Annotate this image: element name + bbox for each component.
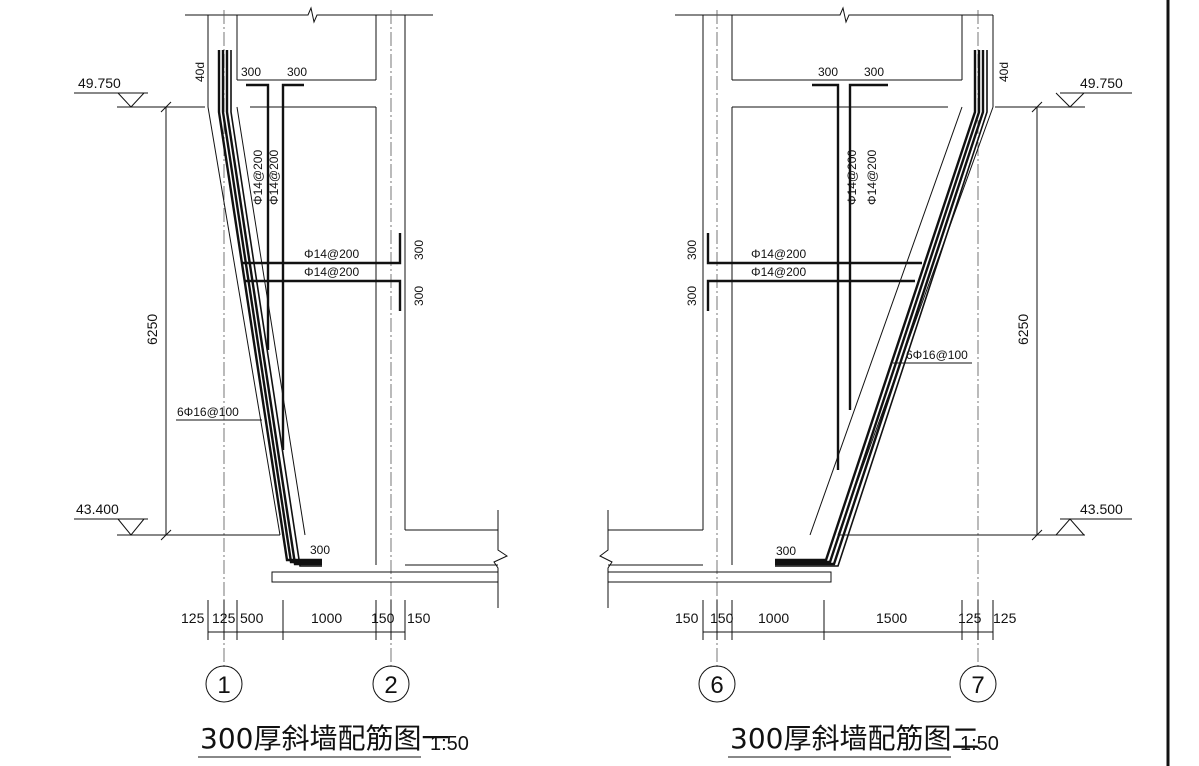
bottom-hook-label-2: 300: [776, 544, 796, 558]
bottom-hook-label-1: 300: [310, 543, 330, 557]
break-line-top-2: [675, 6, 993, 24]
elevation-bottom-1: 43.400: [76, 501, 119, 517]
height-dim-2: 6250: [1015, 314, 1031, 345]
elevation-top-2: 49.750: [1080, 75, 1123, 91]
right-hook-label-1b: 300: [412, 286, 426, 306]
height-dimension-2: 6250: [1015, 101, 1043, 541]
svg-text:2: 2: [384, 672, 397, 699]
drawing-1: 49.750 43.400 6250 40d 300 300 300 300 Φ…: [74, 6, 509, 758]
height-dim-1: 6250: [144, 314, 160, 345]
dim-2-5: 125: [958, 610, 982, 626]
horizontal-bar-label-1b: Φ14@200: [304, 265, 359, 279]
drawing-2: 49.750 43.500 6250 40d 300 300 300 300 Φ…: [599, 6, 1132, 758]
main-bars-2: [775, 50, 988, 567]
drawing-title-1: 300厚斜墙配筋图一: [200, 722, 449, 755]
vertical-bars-2: [812, 83, 888, 470]
drawing-scale-1: 1:50: [430, 733, 469, 755]
horizontal-bar-label-2a: Φ14@200: [751, 247, 806, 261]
vertical-bar-label-1a: Φ14@200: [251, 150, 265, 205]
vertical-bar-label-2b: Φ14@200: [865, 150, 879, 205]
svg-text:7: 7: [971, 672, 984, 699]
top-hook-label-1a: 300: [241, 65, 261, 79]
dim-2-4: 1500: [876, 610, 907, 626]
elevation-marker-top-1: 49.750: [74, 75, 205, 108]
axis-bubble-6: 6: [698, 665, 736, 703]
break-line-top-1: [185, 6, 433, 24]
top-hook-label-2b: 300: [864, 65, 884, 79]
dim-2-3: 1000: [758, 610, 789, 626]
main-bar-label-2: 6Φ16@100: [906, 348, 968, 362]
dim-1-6: 150: [407, 610, 431, 626]
dim-1-5: 150: [371, 610, 395, 626]
drawing-title-2: 300厚斜墙配筋图二: [730, 722, 979, 755]
left-hook-label-2b: 300: [685, 286, 699, 306]
main-bar-label-1: 6Φ16@100: [177, 405, 239, 419]
svg-text:6: 6: [710, 672, 723, 699]
axis-bubble-7: 7: [959, 665, 997, 703]
left-hook-label-2a: 300: [685, 240, 699, 260]
horizontal-bars-1: [242, 233, 402, 311]
top-hook-label-2a: 300: [818, 65, 838, 79]
elevation-top-1: 49.750: [78, 75, 121, 91]
vertical-bar-label-1b: Φ14@200: [267, 150, 281, 205]
dim-1-2: 125: [212, 610, 236, 626]
dim-1-1: 125: [181, 610, 205, 626]
dim-2-6: 125: [993, 610, 1017, 626]
axis-bubble-2: 2: [372, 665, 410, 703]
vertical-bar-label-2a: Φ14@200: [845, 150, 859, 205]
right-hook-label-1a: 300: [412, 240, 426, 260]
dimension-chain-1: 125 125 500 1000 150 150: [181, 600, 431, 640]
svg-text:1: 1: [217, 672, 230, 699]
horizontal-bar-label-1a: Φ14@200: [304, 247, 359, 261]
dimension-chain-2: 150 150 1000 1500 125 125: [675, 600, 1017, 640]
structure-outline-2: [599, 15, 994, 608]
height-dimension-1: 6250: [144, 101, 172, 541]
vertical-bars-1: [246, 83, 304, 450]
horizontal-bars-2: [706, 233, 922, 311]
anchor-length-1: 40d: [193, 62, 207, 82]
dim-1-3: 500: [240, 610, 264, 626]
elevation-marker-bottom-2: 43.500: [838, 501, 1132, 536]
horizontal-bar-label-2b: Φ14@200: [751, 265, 806, 279]
drawing-scale-2: 1:50: [960, 733, 999, 755]
dim-2-2: 150: [710, 610, 734, 626]
axis-bubble-1: 1: [205, 665, 243, 703]
elevation-marker-bottom-1: 43.400: [74, 501, 280, 536]
elevation-bottom-2: 43.500: [1080, 501, 1123, 517]
dim-2-1: 150: [675, 610, 699, 626]
anchor-length-2: 40d: [997, 62, 1011, 82]
dim-1-4: 1000: [311, 610, 342, 626]
top-hook-label-1b: 300: [287, 65, 307, 79]
main-bars-1: [217, 50, 322, 567]
structure-outline-1: [207, 15, 509, 608]
elevation-marker-top-2: 49.750: [995, 75, 1132, 108]
